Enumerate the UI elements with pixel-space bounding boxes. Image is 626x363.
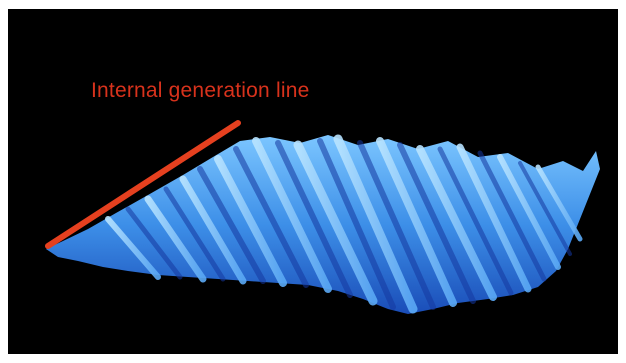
- wave-crests: [105, 134, 583, 314]
- annotation-label: Internal generation line: [91, 79, 310, 102]
- generation-line: [45, 120, 241, 249]
- figure-frame: Internal generation line: [8, 9, 618, 354]
- wave-troughs: [125, 138, 572, 310]
- wave-surface-render: [45, 120, 600, 314]
